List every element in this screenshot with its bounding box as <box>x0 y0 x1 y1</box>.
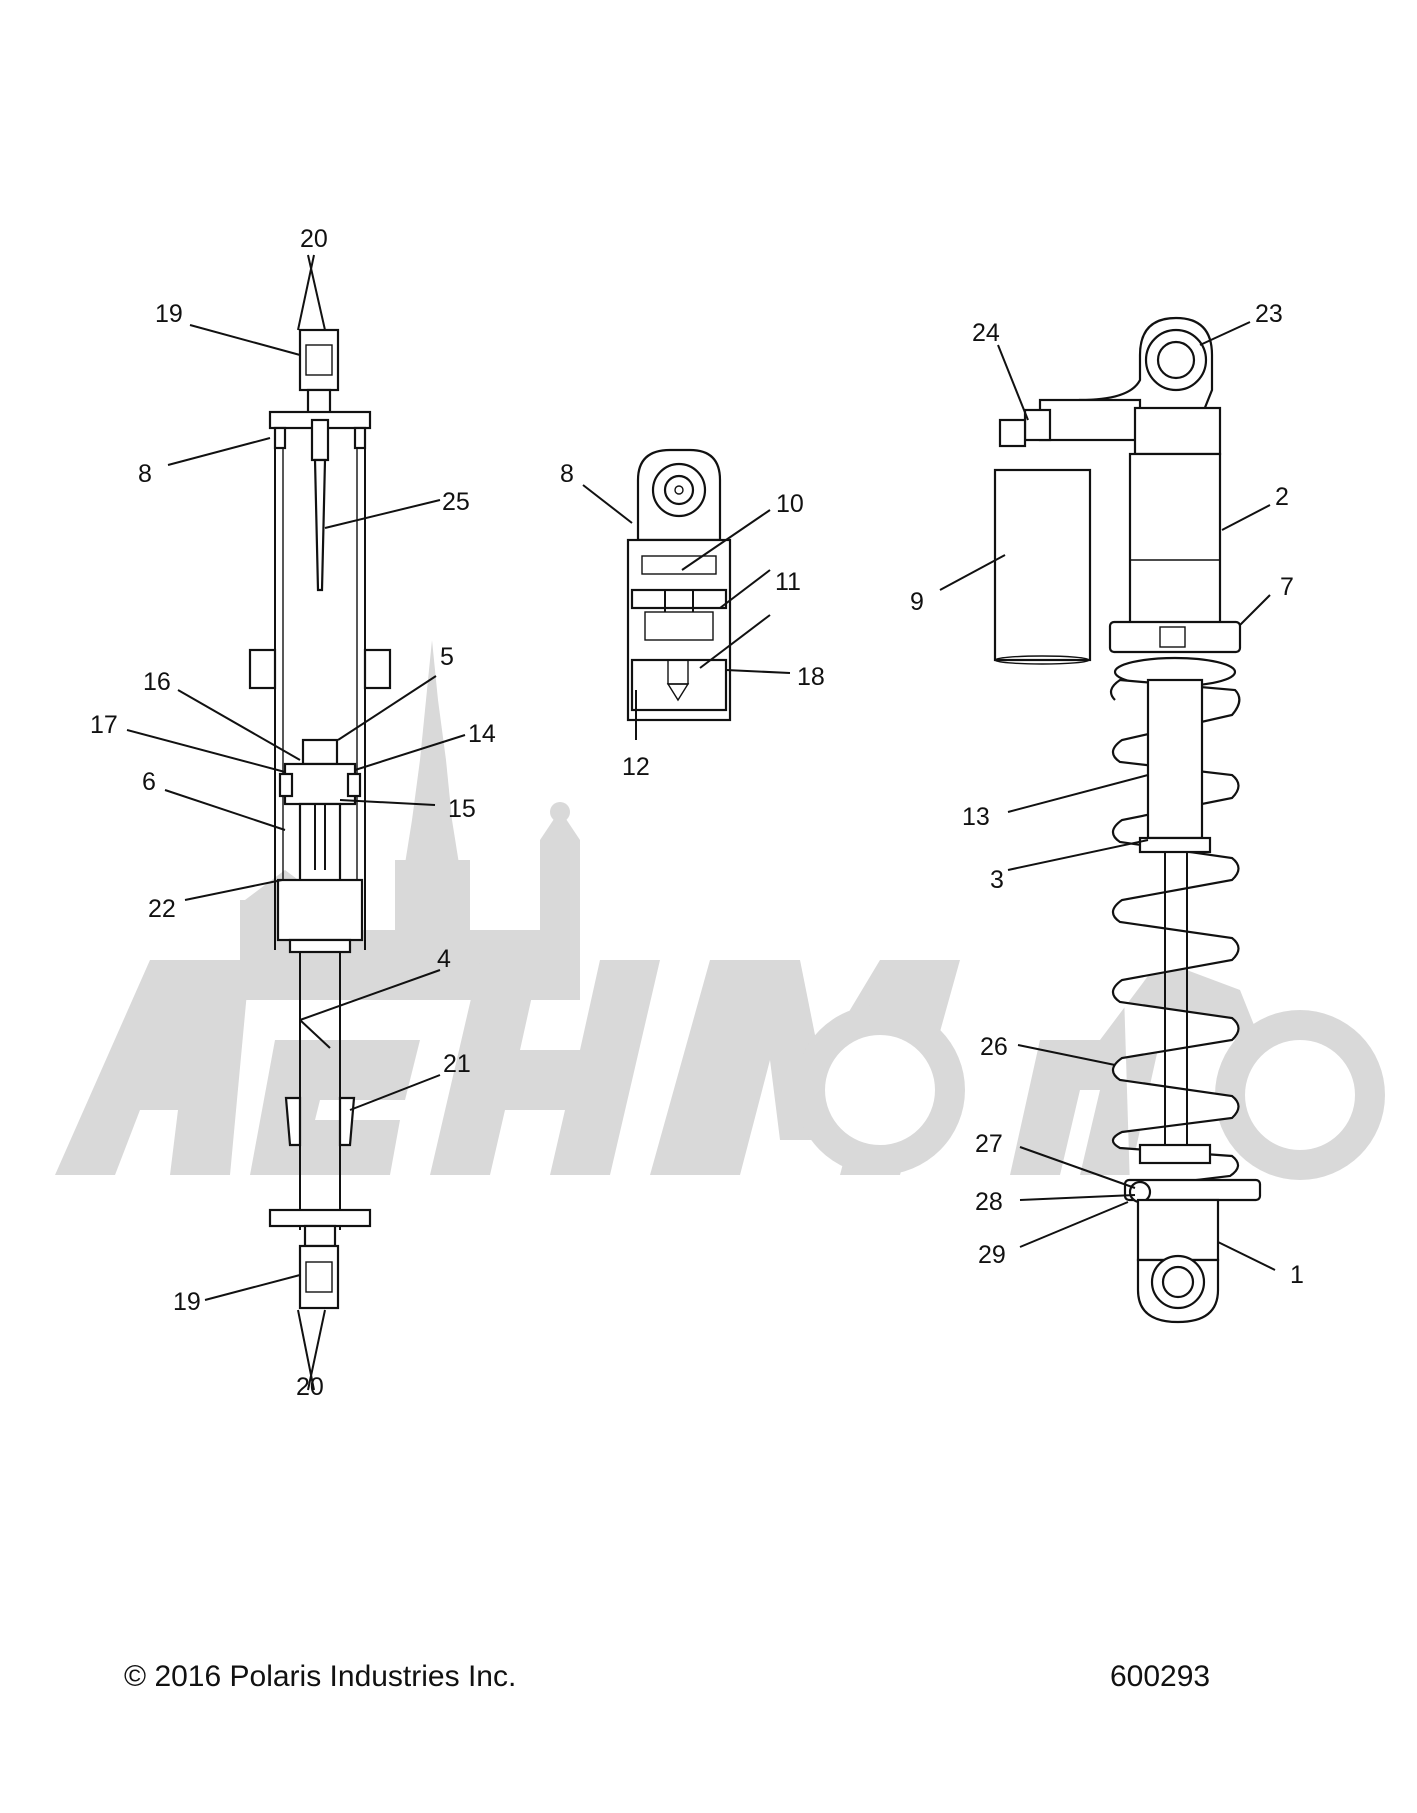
callout-7: 7 <box>1280 573 1294 601</box>
callout-3: 3 <box>990 866 1004 894</box>
callout-22: 22 <box>148 895 176 923</box>
callout-labels: 20 19 8 25 16 17 5 14 6 15 22 4 21 19 20… <box>90 225 1304 1401</box>
callout-12: 12 <box>622 753 650 781</box>
coil-spring <box>1109 656 1241 1190</box>
callout-5: 5 <box>440 643 454 671</box>
callout-24: 24 <box>972 319 1000 347</box>
shock-cutaway-view <box>248 328 392 1310</box>
shock-assembly-view <box>993 316 1262 1324</box>
callout-16: 16 <box>143 668 171 696</box>
callout-28: 28 <box>975 1188 1003 1216</box>
callout-19-bottom: 19 <box>173 1288 201 1316</box>
callout-17: 17 <box>90 711 118 739</box>
callout-9: 9 <box>910 588 924 616</box>
callout-20-top: 20 <box>300 225 328 253</box>
callout-29: 29 <box>978 1241 1006 1269</box>
figure-number: 600293 <box>1110 1660 1211 1693</box>
callout-23: 23 <box>1255 300 1283 328</box>
callout-18: 18 <box>797 663 825 691</box>
callout-19-top: 19 <box>155 300 183 328</box>
callout-25: 25 <box>442 488 470 516</box>
copyright-notice: © 2016 Polaris Industries Inc. <box>124 1660 517 1693</box>
callout-27: 27 <box>975 1130 1003 1158</box>
callout-13: 13 <box>962 803 990 831</box>
reservoir-cutaway-view <box>626 448 732 722</box>
callout-1: 1 <box>1290 1261 1304 1289</box>
callout-8-left: 8 <box>138 460 152 488</box>
callout-21: 21 <box>443 1050 471 1078</box>
callout-6: 6 <box>142 768 156 796</box>
callout-2: 2 <box>1275 483 1289 511</box>
leader-lines <box>126 254 1276 1391</box>
callout-4: 4 <box>437 945 451 973</box>
callout-8-mid: 8 <box>560 460 574 488</box>
callout-15: 15 <box>448 795 476 823</box>
callout-14: 14 <box>468 720 496 748</box>
callout-10: 10 <box>776 490 804 518</box>
callout-26: 26 <box>980 1033 1008 1061</box>
callout-11: 11 <box>775 568 801 596</box>
callout-20-bottom: 20 <box>296 1373 324 1401</box>
